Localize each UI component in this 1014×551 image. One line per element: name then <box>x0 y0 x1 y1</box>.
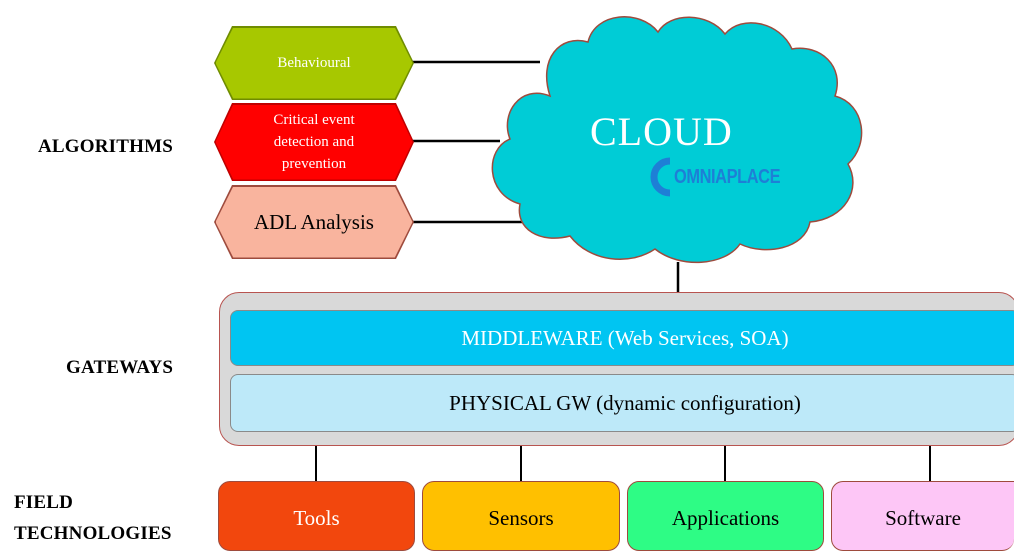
cloud-title: CLOUD <box>590 109 733 154</box>
label-field-technologies: FIELD TECHNOLOGIES <box>14 487 172 549</box>
algorithm-critical-event-line-3: prevention <box>281 156 347 172</box>
middleware-bar: MIDDLEWARE (Web Services, SOA) <box>230 310 1014 366</box>
label-algorithms: ALGORITHMS <box>38 136 174 157</box>
field-applications: Applications <box>627 481 824 551</box>
label-field-line-1: FIELD <box>14 492 74 513</box>
cloud-shape <box>491 16 863 264</box>
field-sensors: Sensors <box>422 481 620 551</box>
algorithm-adl-analysis-label: ADL Analysis <box>215 186 413 258</box>
omniaplace-logo-icon <box>650 157 671 197</box>
label-gateways: GATEWAYS <box>66 357 174 378</box>
algorithm-behavioural-label: Behavioural <box>215 27 413 99</box>
algorithm-critical-event: Critical event detection and prevention <box>214 103 414 181</box>
field-software: Software <box>831 481 1014 551</box>
label-field-line-2: TECHNOLOGIES <box>14 523 172 544</box>
algorithm-critical-event-line-2: detection and <box>273 134 355 150</box>
physical-gw-bar: PHYSICAL GW (dynamic configuration) <box>230 374 1014 432</box>
algorithm-critical-event-line-1: Critical event <box>273 112 355 128</box>
algorithm-adl-analysis: ADL Analysis <box>214 185 414 259</box>
algorithm-critical-event-label: Critical event detection and prevention <box>215 104 413 180</box>
algorithm-behavioural: Behavioural <box>214 26 414 100</box>
field-tools: Tools <box>218 481 415 551</box>
omniaplace-logo: OMNIAPLACE <box>648 157 803 197</box>
omniaplace-logo-text: OMNIAPLACE <box>674 165 781 188</box>
